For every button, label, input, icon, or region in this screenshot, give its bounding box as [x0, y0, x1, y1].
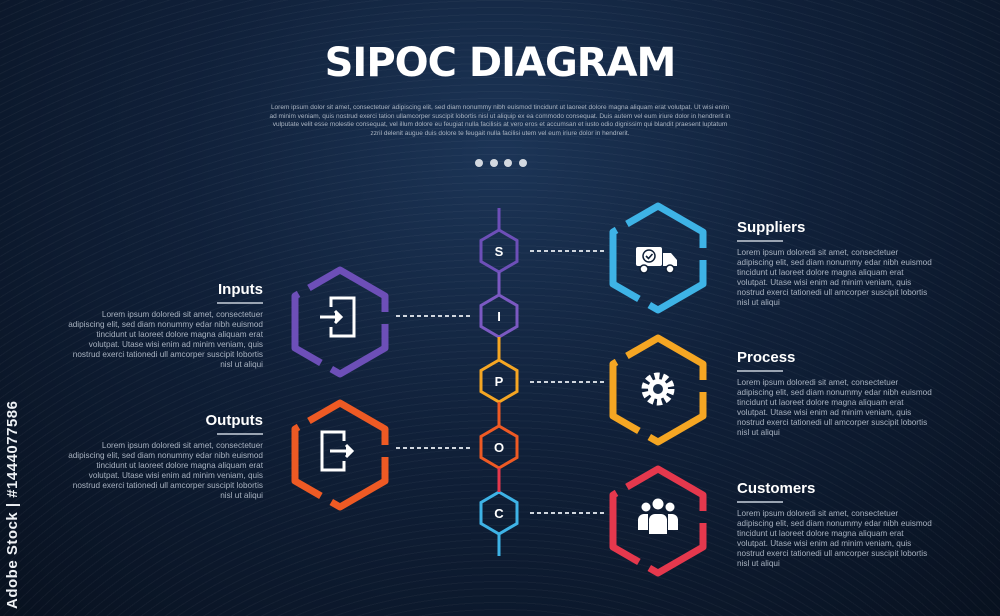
hexagon-outputs [291, 399, 389, 511]
process-text: Lorem ipsum doloredi sit amet, consectet… [737, 378, 932, 437]
chain-hexagon-i: I [479, 293, 519, 339]
hexagon-suppliers [609, 202, 707, 314]
hexagon-process-shape [609, 334, 707, 446]
block-suppliers: Suppliers Lorem ipsum doloredi sit amet,… [737, 219, 932, 308]
chain-letter-s: S [495, 244, 504, 259]
pagination-dot [489, 159, 498, 167]
process-rule [737, 370, 783, 372]
inputs-title: Inputs [218, 281, 263, 298]
hexagon-inputs [291, 266, 389, 378]
login-icon [320, 296, 356, 338]
suppliers-rule [737, 240, 783, 242]
hexagon-outputs-shape [291, 399, 389, 511]
chain-hexagon-p: P [479, 358, 519, 404]
inputs-text: Lorem ipsum doloredi sit amet, consectet… [68, 310, 263, 369]
block-process: Process Lorem ipsum doloredi sit amet, c… [737, 349, 932, 438]
chain-hexagon-c: C [479, 490, 519, 536]
suppliers-text: Lorem ipsum doloredi sit amet, consectet… [737, 248, 932, 307]
pagination-dots [475, 159, 527, 169]
outputs-title: Outputs [205, 412, 264, 429]
process-title: Process [737, 349, 796, 366]
chain-letter-p: P [495, 374, 504, 389]
hexagon-suppliers-shape [609, 202, 707, 314]
logout-icon [320, 430, 355, 472]
hexagon-process [609, 334, 707, 446]
page-subtitle: Lorem ipsum dolor sit amet, consectetuer… [269, 104, 731, 137]
pagination-dot [504, 159, 513, 167]
block-customers: Customers Lorem ipsum doloredi sit amet,… [737, 480, 932, 569]
stock-watermark: Adobe Stock | #1444077586 [4, 400, 21, 609]
hexagon-customers-shape [609, 465, 707, 577]
chain-hexagon-s: S [479, 228, 519, 274]
gear-icon [641, 372, 675, 406]
pagination-dot [475, 159, 483, 167]
chain-hexagon-o: O [479, 424, 519, 470]
customers-text: Lorem ipsum doloredi sit amet, consectet… [737, 509, 932, 568]
outputs-text: Lorem ipsum doloredi sit amet, consectet… [68, 441, 263, 500]
people-icon [638, 498, 678, 534]
customers-rule [737, 501, 783, 503]
block-inputs: Inputs Lorem ipsum doloredi sit amet, co… [68, 281, 263, 370]
truck-icon [636, 247, 677, 274]
customers-title: Customers [737, 480, 816, 497]
suppliers-title: Suppliers [737, 219, 806, 236]
inputs-rule [217, 302, 263, 304]
block-outputs: Outputs Lorem ipsum doloredi sit amet, c… [68, 412, 263, 501]
outputs-rule [217, 433, 263, 435]
hexagon-customers [609, 465, 707, 577]
hexagon-inputs-shape [291, 266, 389, 378]
chain-letter-o: O [494, 440, 504, 455]
chain-letter-c: C [494, 506, 504, 521]
pagination-dot [518, 159, 527, 167]
chain-letter-i: I [497, 309, 501, 324]
page-title: SIPOC DIAGRAM [324, 40, 677, 86]
